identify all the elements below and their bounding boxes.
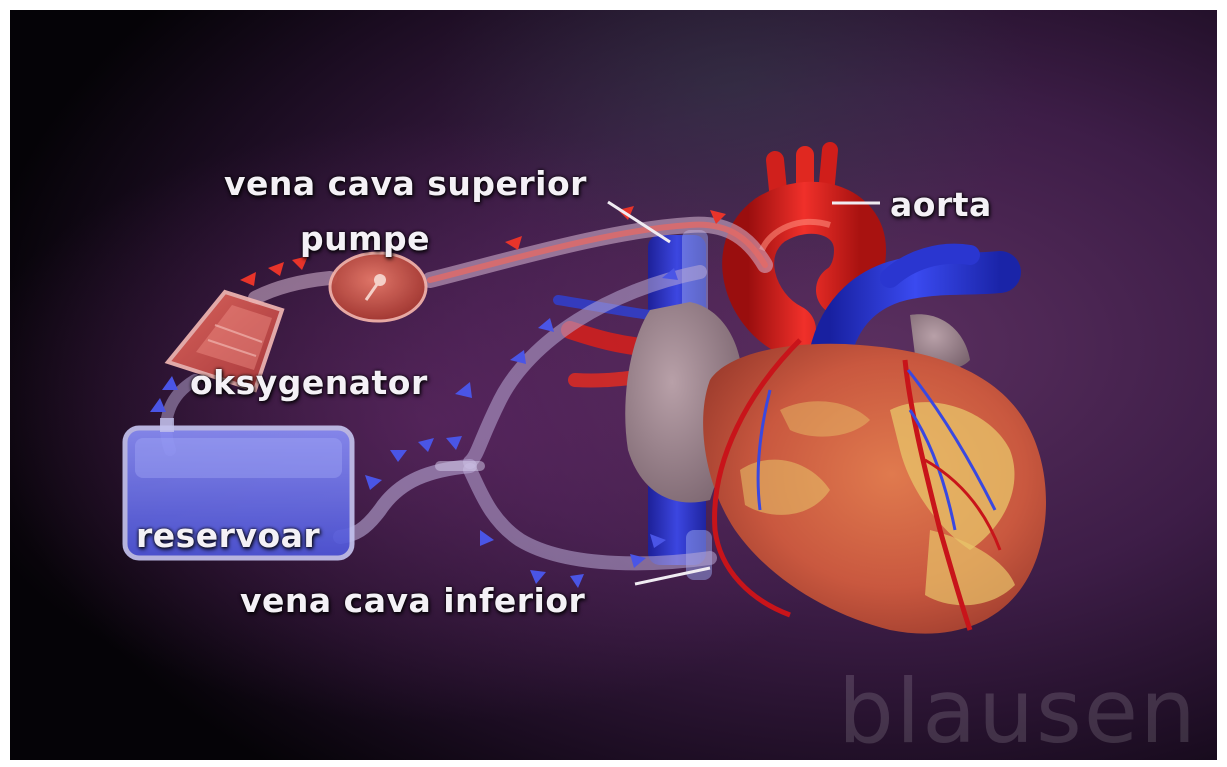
- label-vena-cava-inferior: vena cava inferior: [240, 581, 585, 620]
- label-oksygenator: oksygenator: [190, 363, 428, 402]
- label-pumpe: pumpe: [300, 219, 430, 258]
- label-reservoar: reservoar: [136, 516, 320, 555]
- animation-frame: vena cava superior pumpe aorta oksygenat…: [10, 10, 1217, 760]
- label-aorta: aorta: [890, 185, 992, 224]
- pump-icon: [330, 253, 426, 321]
- label-vena-cava-superior: vena cava superior: [224, 164, 587, 203]
- watermark-logo: blausen: [838, 660, 1198, 760]
